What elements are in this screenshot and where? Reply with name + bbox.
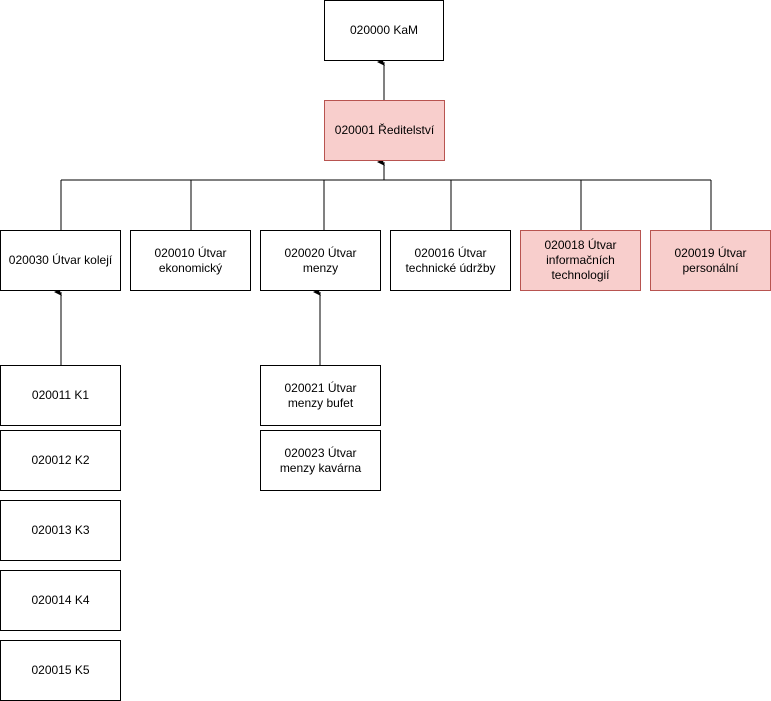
node-kam[interactable]: 020000 KaM [324,0,444,61]
node-utvar-ekonomicky[interactable]: 020010 Útvar ekonomický [130,230,251,291]
node-utvar-menzy-label: 020020 Útvar menzy [284,245,357,275]
node-k3[interactable]: 020013 K3 [0,500,121,561]
node-utvar-technicke-udrzby-label: 020016 Útvar technické údržby [405,245,496,275]
node-k1-label: 020011 K1 [31,388,90,402]
node-reditelstvi[interactable]: 020001 Ředitelství [324,100,445,161]
node-utvar-informacnich-technologii[interactable]: 020018 Útvar informačních technologií [520,230,641,291]
node-utvar-informacnich-technologii-label: 020018 Útvar informačních technologií [544,238,617,282]
node-menzy-bufet[interactable]: 020021 Útvar menzy bufet [260,365,381,426]
node-utvar-personalni-label: 020019 Útvar personální [674,245,747,275]
node-menzy-bufet-label: 020021 Útvar menzy bufet [284,380,357,410]
node-utvar-personalni[interactable]: 020019 Útvar personální [650,230,771,291]
node-utvar-koleji[interactable]: 020030 Útvar kolejí [0,230,121,291]
node-reditelstvi-label: 020001 Ředitelství [334,123,435,137]
node-k1[interactable]: 020011 K1 [0,365,121,426]
node-menzy-kavarna[interactable]: 020023 Útvar menzy kavárna [260,430,381,491]
node-menzy-kavarna-label: 020023 Útvar menzy kavárna [279,445,362,475]
node-utvar-koleji-label: 020030 Útvar kolejí [8,253,113,267]
node-kam-label: 020000 KaM [349,23,419,37]
node-k4[interactable]: 020014 K4 [0,570,121,631]
node-utvar-technicke-udrzby[interactable]: 020016 Útvar technické údržby [390,230,511,291]
node-k4-label: 020014 K4 [31,593,90,607]
node-utvar-menzy[interactable]: 020020 Útvar menzy [260,230,381,291]
node-k5[interactable]: 020015 K5 [0,640,121,701]
node-k5-label: 020015 K5 [31,663,90,677]
node-utvar-ekonomicky-label: 020010 Útvar ekonomický [154,245,227,275]
node-k2[interactable]: 020012 K2 [0,430,121,491]
node-k2-label: 020012 K2 [31,453,90,467]
node-k3-label: 020013 K3 [31,523,90,537]
